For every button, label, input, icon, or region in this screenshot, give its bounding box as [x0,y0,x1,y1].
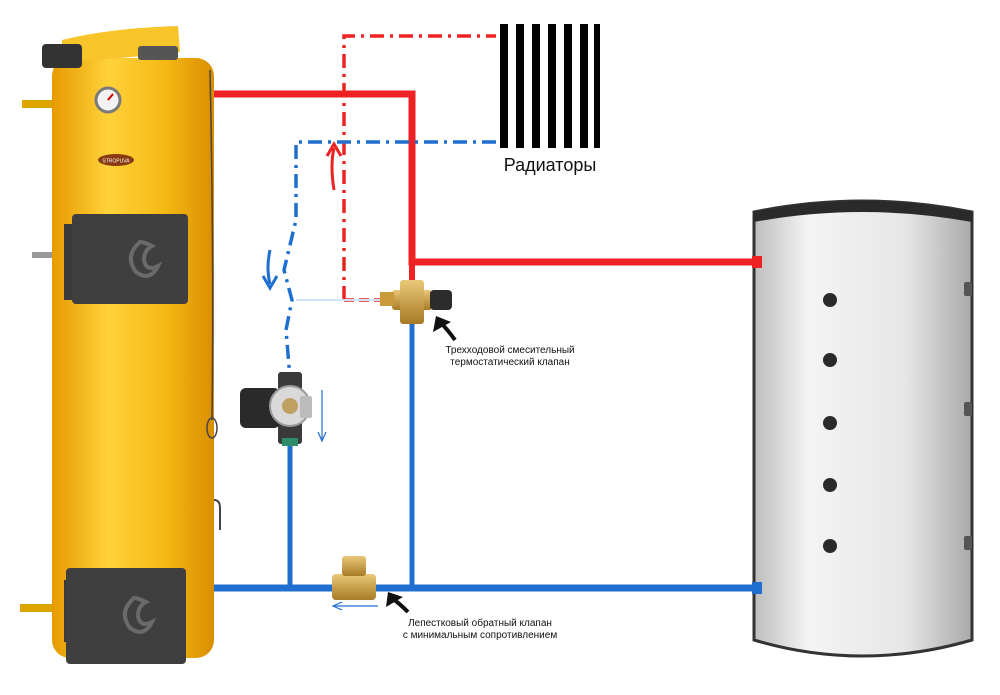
pump-motor [240,388,280,428]
buffer-tank [752,199,974,658]
radiator-section [580,24,588,148]
tank-side-fitting [964,536,972,550]
radiator-section [564,24,572,148]
radiator-section [548,24,556,148]
boiler-logo-badge [98,154,134,166]
tank-return-port [752,582,762,594]
pointer-arrow-valve-head [433,316,451,332]
valve-body-vertical [400,280,424,324]
draft-chain [209,69,214,421]
boiler-side-rod [32,252,58,258]
pump-flow-arrow-head [317,431,327,443]
boiler-flue [138,46,178,60]
solid-fuel-boiler: STROPUVA [20,26,221,664]
flow-arrow-up [330,147,336,191]
check-valve-label: Лепестковый обратный клапан с минимальны… [380,618,580,642]
draft-chain-ring [206,417,218,439]
radiator-section [516,24,524,148]
boiler-hook [213,499,221,530]
return-pipes [214,140,762,611]
radiator-section [500,24,508,148]
check-valve-label-line: Лепестковый обратный клапан [408,618,552,629]
check-valve-label-line: с минимальным сопротивлением [402,630,558,641]
three-way-valve-label: Трехходовой смесительный термостатически… [410,345,610,369]
flame-icon [128,239,163,278]
check-valve-cap [342,556,366,576]
flame-icon [122,595,157,634]
supply-pipe [214,90,762,266]
tank-port-icon [823,416,837,430]
valve-thermo-head [430,290,452,310]
radiator-section [532,24,540,148]
three-way-valve [380,280,452,324]
tank-side-fitting [964,282,972,296]
radiator-supply-dashed [342,34,496,300]
boiler-bottom-fitting [20,604,56,612]
pointer-arrows [386,316,457,614]
tank-port-icon [823,353,837,367]
valve-left-port [380,292,394,306]
check-valve-body [332,574,376,600]
boiler-body [52,58,214,658]
flow-arrow-down-head [261,275,279,291]
tank-body [752,199,974,658]
return-flow-arrow-head [331,601,343,611]
radiator-return-dashed [282,140,496,379]
pointer-arrow-check-valve-head [386,592,403,607]
pump-outlet-ring [282,438,298,446]
three-way-valve-label-line: Трехходовой смесительный [445,345,575,356]
pump-nut [282,398,298,414]
circulation-pump [240,372,312,446]
pump-control-box [300,396,312,418]
radiator-section [594,24,600,148]
tank-port-icon [823,293,837,307]
check-valve [332,556,376,600]
tank-port-icon [823,478,837,492]
thermometer-needle [107,93,114,101]
radiators-label: Радиаторы [503,155,597,175]
flow-arrow-up-head [325,141,343,157]
tank-top-rim [754,201,972,222]
tank-port-icon [823,539,837,553]
three-way-valve-label-line: термостатический клапан [450,357,570,368]
boiler-logo-text: STROPUVA [102,159,130,165]
tank-supply-port [752,256,762,268]
flow-arrow-down [266,249,272,285]
boiler-top-fitting [22,100,56,108]
boiler-chimney-damper [42,44,82,68]
tank-side-fitting [964,402,972,416]
radiator [500,24,600,148]
